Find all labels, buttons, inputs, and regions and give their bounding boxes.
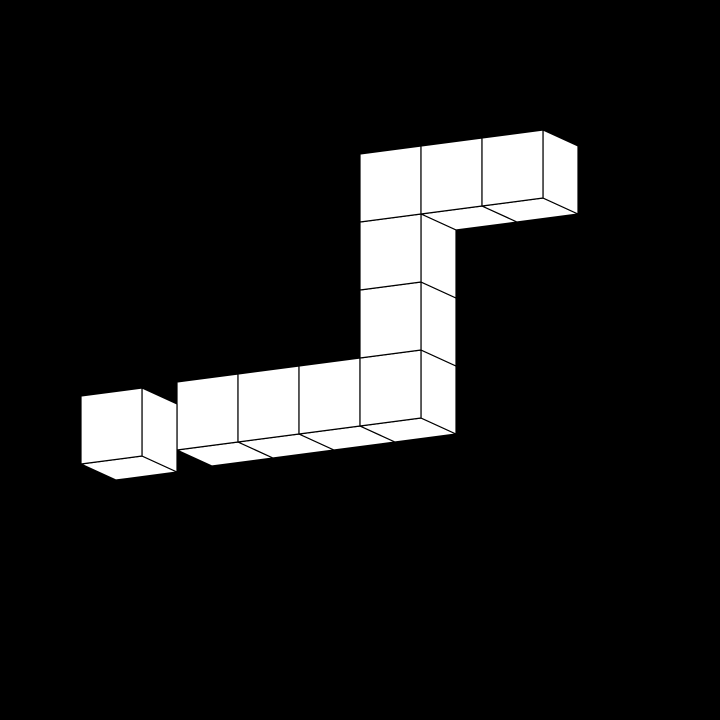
cube-front-face-3-0 xyxy=(359,349,422,427)
cubes-layer xyxy=(80,129,579,481)
cube-front-face-3-3 xyxy=(359,145,422,223)
cube-front-face-5-3 xyxy=(481,129,544,207)
cube-front-face-1-0 xyxy=(237,365,300,443)
cube-front-face-0-0 xyxy=(176,373,239,451)
cube-front-face-3-2 xyxy=(359,213,422,291)
cube-front-face-3-1 xyxy=(359,281,422,359)
cube-front-face-2-0 xyxy=(298,357,361,435)
cube-front-face-4-3 xyxy=(420,137,483,215)
detached-cube-front-face xyxy=(80,387,143,465)
